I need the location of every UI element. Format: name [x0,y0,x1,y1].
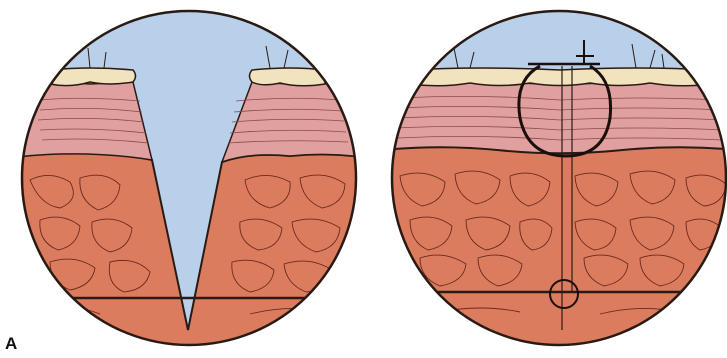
sutured-wound-panel [370,0,727,358]
subcutaneous-layer [380,147,727,358]
epidermis-right [250,68,326,86]
epidermis-layer [410,68,712,86]
panel-label: A [5,335,17,352]
epidermis-left [50,68,136,86]
open-wound-panel [0,0,380,358]
